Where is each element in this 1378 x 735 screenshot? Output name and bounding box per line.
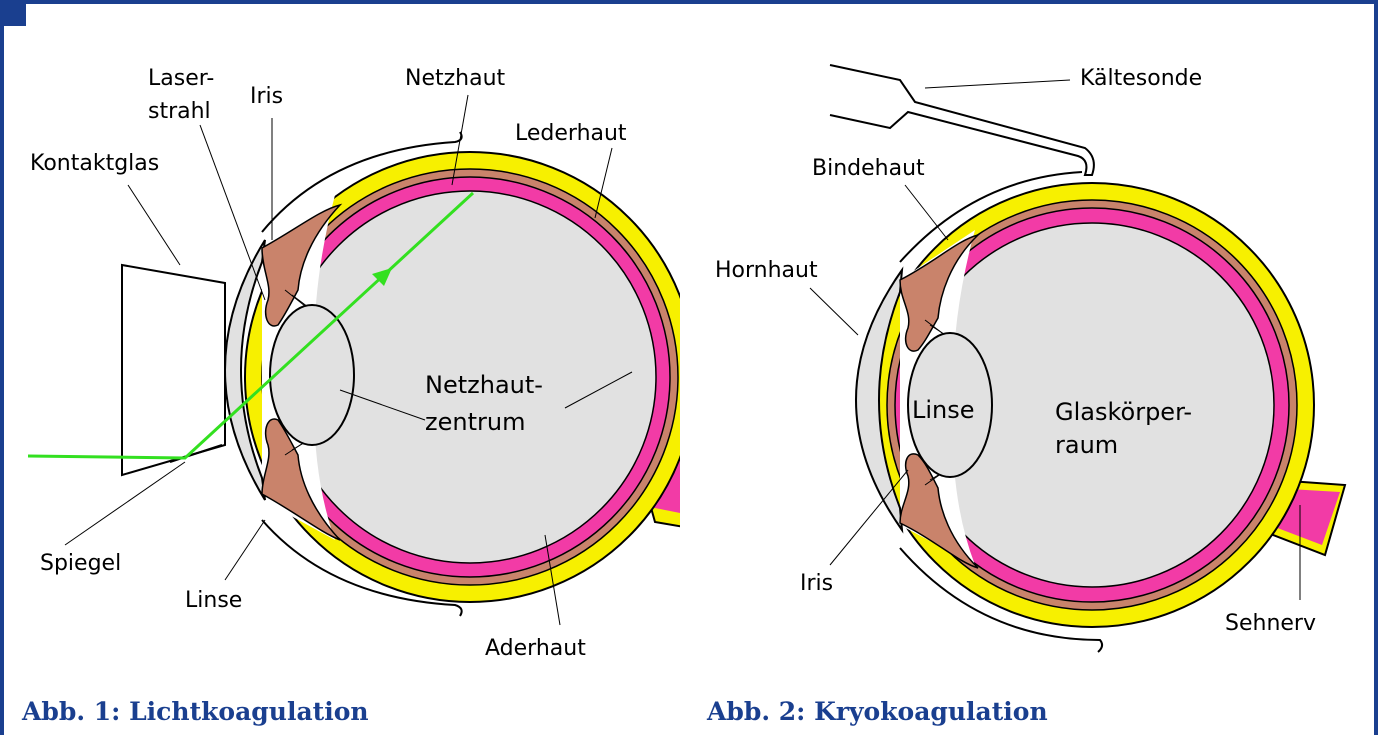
eye-diagram-2: Kältesonde Bindehaut Hornhaut Linse Glas…: [706, 65, 1345, 726]
label-iris-2: Iris: [800, 571, 833, 596]
caption-figure-2: Abb. 2: Kryokoagulation: [706, 697, 1048, 726]
label-glaskoerper-line1: Glaskörper-: [1055, 398, 1192, 426]
label-linse-2: Linse: [912, 396, 975, 424]
label-linse: Linse: [185, 588, 242, 613]
label-kontaktglas: Kontaktglas: [30, 151, 159, 176]
label-glaskoerper-line2: raum: [1055, 431, 1118, 459]
contact-glass: [122, 265, 225, 475]
label-aderhaut: Aderhaut: [485, 636, 586, 661]
label-kaeltesonde: Kältesonde: [1080, 66, 1202, 91]
eye-diagram-1: Laser- strahl Iris Netzhaut Lederhaut Ko…: [21, 66, 695, 726]
lens: [270, 305, 354, 445]
label-hornhaut: Hornhaut: [715, 258, 818, 283]
label-lederhaut: Lederhaut: [515, 121, 627, 146]
label-netzhautzentrum-line1: Netzhaut-: [425, 371, 543, 399]
label-laser-line2: strahl: [148, 99, 211, 124]
label-iris: Iris: [250, 84, 283, 109]
label-netzhaut: Netzhaut: [405, 66, 506, 91]
label-spiegel: Spiegel: [40, 551, 121, 576]
label-laser-line1: Laser-: [148, 66, 214, 91]
label-bindehaut: Bindehaut: [812, 156, 925, 181]
label-netzhautzentrum-line2: zentrum: [425, 408, 525, 436]
label-sehnerv: Sehnerv: [1225, 611, 1316, 636]
caption-figure-1: Abb. 1: Lichtkoagulation: [21, 697, 369, 726]
